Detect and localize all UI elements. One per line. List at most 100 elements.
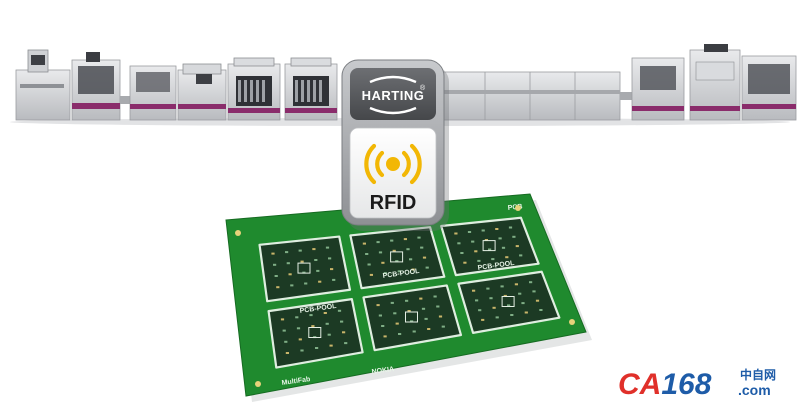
pcb-pad [486, 287, 490, 290]
pcb-pad [312, 248, 316, 251]
pcb-pad [420, 246, 424, 249]
pcb-pad [318, 280, 322, 283]
pcb-chip-footprint [501, 296, 515, 307]
harting-logo: HARTING ® [362, 75, 426, 115]
pcb-marking-script: MultiFab [281, 376, 310, 387]
pcb-pad [315, 347, 319, 349]
machine-unloader-right [741, 55, 797, 121]
pcb-pad [512, 235, 516, 238]
pcb-pad [285, 251, 289, 254]
pcb-pad [365, 253, 369, 255]
pcb-pad [475, 299, 479, 302]
pcb-pad [478, 309, 482, 312]
pcb-pad [316, 269, 320, 272]
machine-operator-station [689, 44, 741, 121]
pcb-fiducials [235, 205, 575, 387]
pcb-pad [273, 263, 277, 266]
pcb-pad [362, 242, 366, 245]
pcb-pad [406, 248, 410, 251]
pcb-pad [298, 249, 302, 252]
pcb-pad [383, 335, 387, 338]
machine-placement-1 [227, 57, 281, 121]
pcb-pad [405, 299, 409, 302]
pcb-pad [500, 285, 504, 288]
pcb-panel [440, 216, 540, 277]
machine-screen-printer [177, 63, 227, 121]
pcb-pad [521, 302, 525, 305]
pcb-pad [390, 239, 394, 242]
pcb-pad [467, 231, 472, 233]
pcb-pad [441, 325, 445, 328]
pcb-pad [491, 258, 495, 261]
pcb-pad [495, 316, 499, 319]
pcb-pad [369, 273, 373, 276]
pcb-pad [498, 237, 502, 240]
harting-registered-mark: ® [420, 84, 426, 92]
pcb-pad [300, 349, 304, 352]
pcb-pad [284, 340, 288, 343]
rfid-label-text: RFID [370, 192, 417, 214]
pcb-pad [288, 273, 292, 276]
pcb-pad [427, 328, 431, 330]
pcb-pad [412, 330, 416, 333]
pcb-pad [381, 325, 385, 327]
pcb-pad [395, 322, 399, 325]
pcb-pad [325, 246, 330, 249]
pcb-pad [329, 344, 333, 347]
pcb-panel [258, 235, 352, 303]
pcb-pad [311, 325, 315, 328]
pcb-pad [454, 232, 458, 235]
pcb-pad [340, 320, 344, 323]
pcb-pad [471, 240, 475, 243]
pcb-pad [535, 299, 540, 302]
pcb-pad [274, 275, 278, 277]
pcb-pad [529, 281, 533, 284]
pcb-pad [286, 262, 290, 265]
pcb-pad [489, 297, 493, 300]
pcb-pad [395, 260, 399, 263]
pcb-pad [300, 260, 304, 263]
pcb-pad [280, 318, 285, 321]
pcb-pad [295, 316, 299, 319]
pcb-chip-footprint [297, 262, 311, 274]
pcb-chip-footprint [390, 251, 404, 263]
pcb-pad [328, 257, 332, 260]
pcb-pad [481, 318, 485, 321]
watermark-com-text: .com [738, 382, 771, 398]
pcb-pad [488, 248, 492, 251]
pcb-pad [337, 309, 342, 312]
watermark-logo: CA168 [618, 368, 712, 401]
pcb-pad [424, 317, 428, 320]
pcb-pad [381, 261, 385, 264]
pcb-panel [362, 284, 463, 352]
pcb-pad [514, 283, 518, 286]
pcb-pad [433, 295, 437, 298]
pcb-pad [492, 306, 496, 309]
pcb-pad [271, 252, 275, 255]
pcb-pad [477, 259, 481, 262]
pcb-pad [481, 229, 485, 232]
pcb-pad [438, 315, 443, 318]
conveyor-1 [120, 96, 130, 104]
pcb-pad [460, 252, 464, 254]
machine-reflow-oven [439, 71, 621, 121]
pcb-panel [457, 270, 561, 334]
production-line [10, 44, 797, 126]
pcb-pad [539, 309, 543, 311]
pcb-pad [419, 297, 423, 300]
harting-brand-text: HARTING [362, 88, 425, 103]
pcb-pad [378, 251, 383, 254]
pcb-pad [510, 314, 514, 316]
pcb-pad [407, 310, 411, 312]
pcb-pad [417, 236, 421, 239]
pcb-pad [503, 294, 507, 297]
pcb-pad [495, 228, 499, 230]
pcb-pad [376, 304, 380, 307]
pcb-pad [296, 327, 301, 330]
pcb-pad [519, 254, 523, 257]
pcb-marking-nokia: NOKIA [371, 366, 394, 376]
watermark-cn-text: 中自网 [740, 367, 776, 382]
pcb-pad [378, 314, 382, 317]
